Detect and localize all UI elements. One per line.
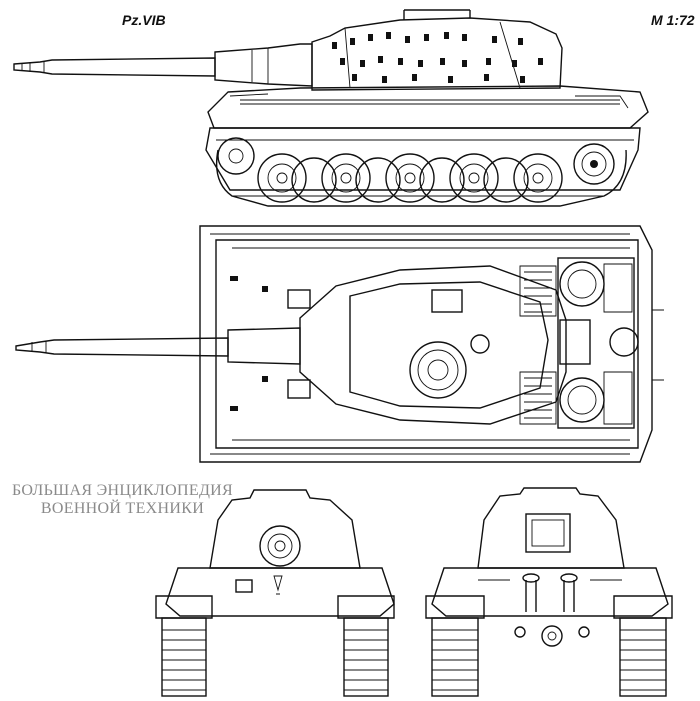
rear-view — [425, 487, 673, 697]
side-view — [13, 9, 649, 207]
rear-turret — [477, 487, 625, 569]
scale-label: M 1:72 — [651, 12, 695, 28]
front-view — [155, 489, 395, 697]
watermark-line-2: ВОЕННОЙ ТЕХНИКИ — [40, 500, 205, 517]
front-gun-mantlet — [259, 525, 301, 567]
top-gun-barrel — [15, 337, 229, 357]
side-turret — [311, 17, 563, 91]
top-engine-deck — [519, 257, 639, 429]
rear-turret-hatch — [525, 513, 571, 553]
rear-tracks — [425, 595, 673, 697]
top-commander-cupola — [409, 341, 467, 399]
front-hull — [165, 567, 395, 617]
side-gun-mantlet — [214, 43, 313, 87]
side-lower-hull — [205, 127, 641, 191]
rear-hull — [431, 567, 669, 617]
top-view — [15, 225, 664, 463]
top-turret — [299, 265, 567, 425]
drawing-title: Pz.VIB — [122, 12, 166, 28]
side-road-wheels — [217, 137, 615, 203]
front-tracks — [155, 595, 395, 697]
watermark-line-1: БОЛЬШАЯ ЭНЦИКЛОПЕДИЯ — [11, 482, 233, 499]
side-upper-hull — [207, 85, 649, 129]
rear-exhausts — [522, 573, 578, 612]
side-track — [215, 149, 627, 207]
top-hull — [199, 225, 653, 463]
